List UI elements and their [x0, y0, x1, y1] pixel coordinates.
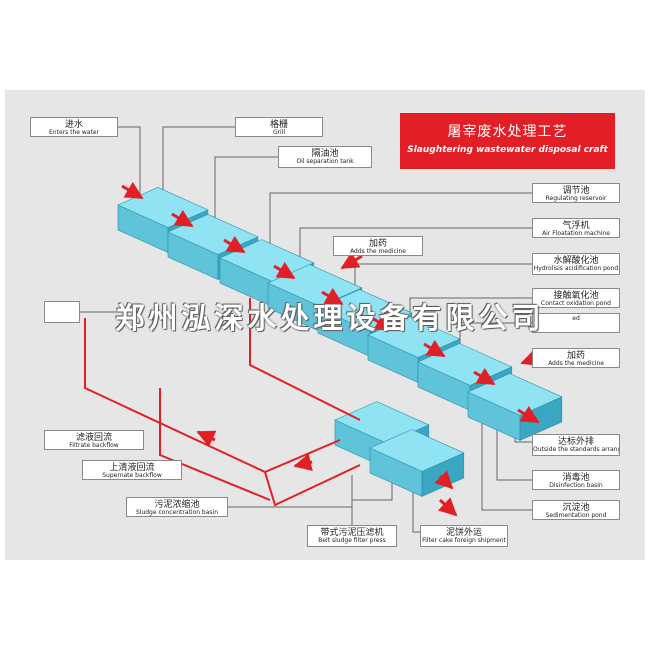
- flow-arrow: [223, 235, 246, 254]
- label-zh: 隔油池: [311, 149, 339, 159]
- label-zh: 水解酸化池: [553, 256, 599, 266]
- flow-arrow: [321, 287, 344, 306]
- flow-arrow: [121, 181, 144, 200]
- flow-arrow: [434, 470, 454, 490]
- label-en: Supernate backflow: [102, 472, 162, 480]
- label-en: Enters the water: [49, 129, 99, 137]
- label-en: Contact oxidation pond: [541, 300, 611, 308]
- backflow-line: [159, 388, 271, 501]
- label-en: Adds the medicine: [548, 360, 604, 368]
- label-zh: 滤液回流: [75, 433, 112, 443]
- label-en: Grill: [272, 129, 286, 137]
- label-en: Regulating reservoir: [545, 195, 607, 203]
- label-zh: 气浮机: [562, 221, 590, 231]
- title-en: Slaughtering wastewater disposal craft: [407, 145, 608, 155]
- leader-line: [412, 485, 420, 533]
- label-zh: 泥饼外运: [445, 528, 482, 538]
- label-en: Air Floatation machine: [542, 230, 610, 238]
- leader-line: [351, 475, 393, 525]
- flow-arrow: [473, 367, 496, 386]
- flow-arrow: [517, 405, 540, 424]
- backflow-line: [249, 298, 361, 421]
- label-en: ed: [572, 315, 580, 322]
- flow-arrow: [273, 261, 296, 280]
- flow-arrow: [371, 313, 394, 332]
- label-en: Filtrate backflow: [69, 442, 119, 450]
- label-en: Sedimentation pond: [545, 512, 607, 520]
- flow-arrow: [196, 430, 217, 448]
- label-zh: 带式污泥压滤机: [320, 528, 384, 538]
- tank-top: [369, 429, 465, 472]
- label-zh: 达标外排: [557, 437, 594, 447]
- label-en: Adds the medicine: [350, 248, 406, 256]
- label-zh: 加药: [566, 351, 585, 361]
- label-partial-right: ed: [532, 313, 620, 333]
- flow-arrow: [293, 453, 313, 472]
- leader-line: [228, 475, 353, 508]
- label-zh: 污泥浓缩池: [154, 500, 200, 510]
- label-en: Outside the standards arranges: [533, 446, 620, 454]
- label-en: Hydrolisis acidification pond: [533, 265, 619, 273]
- title-banner: 屠宰废水处理工艺 Slaughtering wastewater disposa…: [400, 113, 615, 169]
- label-en: Belt sludge filter press: [318, 537, 386, 545]
- label-partial-left: [44, 301, 80, 323]
- label-en: Sludge concentration basin: [135, 509, 219, 517]
- label-en: Disinfection basin: [549, 482, 603, 490]
- flow-arrow: [171, 209, 194, 228]
- label-zh: 上清液回流: [109, 463, 155, 473]
- leader-line: [118, 126, 141, 198]
- label-en: Filter cake foreign shipment: [422, 537, 506, 545]
- leader-line: [269, 192, 532, 265]
- flow-arrow: [340, 251, 363, 270]
- label-zh: 沉淀池: [562, 503, 590, 513]
- label-zh: 加药: [368, 239, 387, 249]
- flow-arrow: [438, 497, 458, 517]
- label-en: Oil separation tank: [296, 158, 354, 166]
- label-zh: 接触氧化池: [553, 291, 599, 301]
- flow-arrow: [423, 339, 446, 358]
- label-zh: 进水: [64, 120, 83, 130]
- company-watermark: 郑州泓深水处理设备有限公司: [115, 301, 545, 335]
- flow-arrows: [121, 181, 546, 517]
- label-zh: 格栅: [269, 120, 288, 130]
- tank-blocks: [117, 187, 563, 497]
- leader-line: [496, 420, 532, 481]
- title-zh: 屠宰废水处理工艺: [447, 124, 568, 140]
- backflow-line: [264, 464, 361, 507]
- label-zh: 调节池: [562, 186, 590, 196]
- label-zh: 消毒池: [562, 473, 590, 483]
